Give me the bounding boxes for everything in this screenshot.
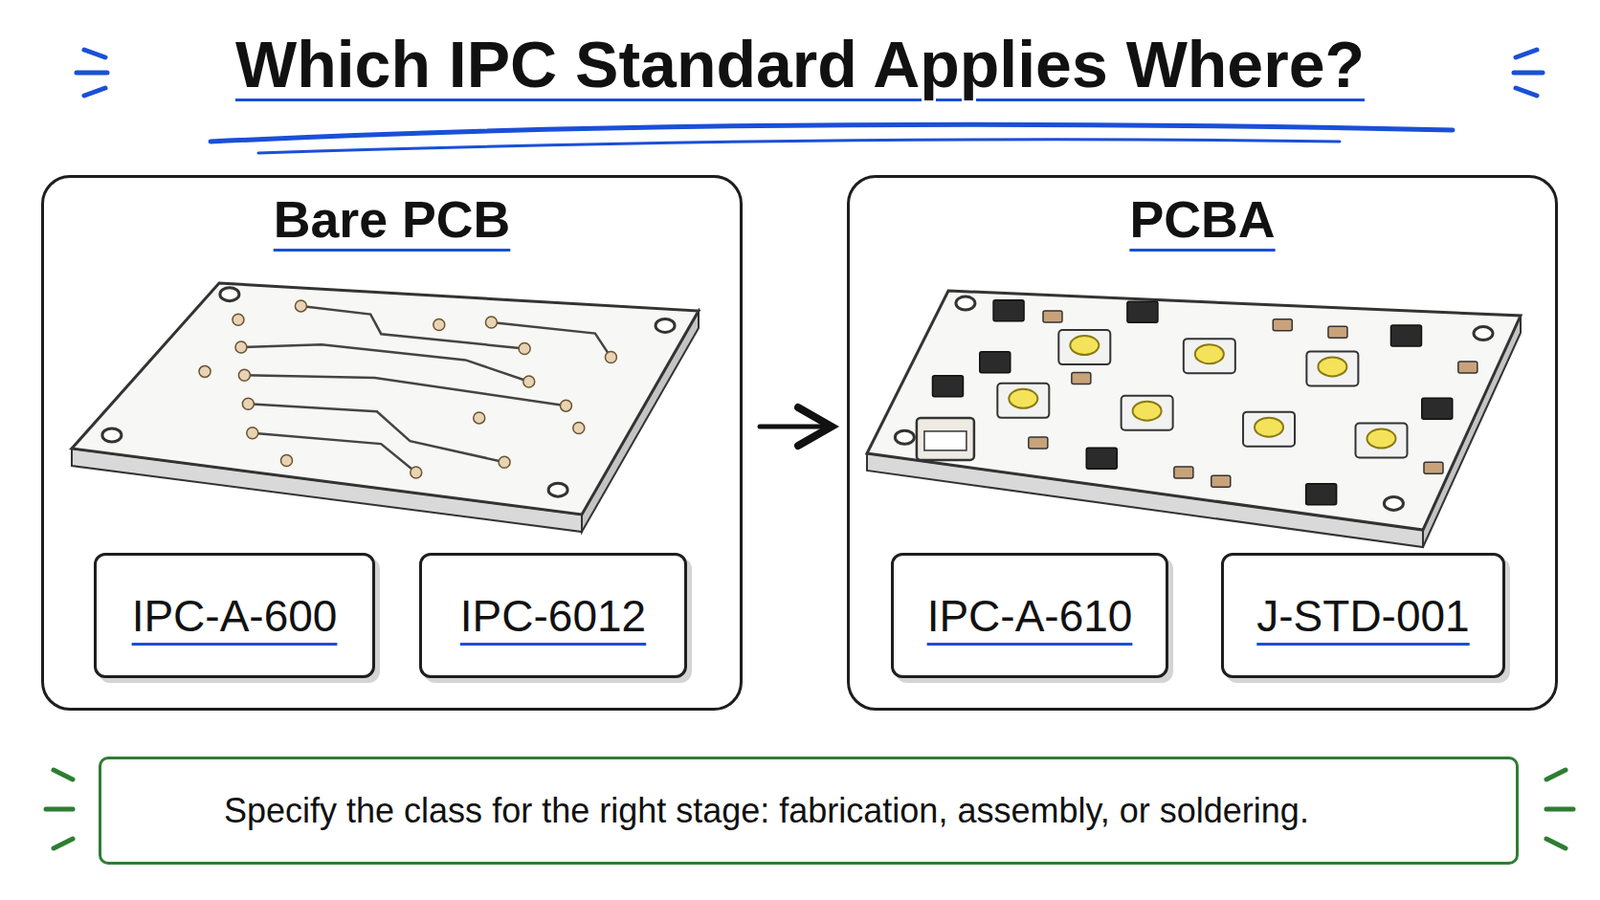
stage-panel: Bare PCB IPC-A-600 IPC-6012 — [41, 175, 743, 712]
node-text: J-STD-001 — [1256, 590, 1469, 643]
node-text: IPC-6012 — [460, 590, 646, 643]
flow-arrow — [759, 424, 832, 430]
standard-box: J-STD-001 — [1221, 553, 1506, 679]
node-text: Specify the class for the right stage: f… — [223, 791, 1310, 832]
standard-box: IPC-A-610 — [890, 553, 1169, 679]
bare-pcb-illustration — [71, 283, 699, 533]
standard-box: IPC-6012 — [419, 553, 688, 679]
standard-box: IPC-A-600 — [93, 553, 376, 679]
node-text: IPC-A-610 — [927, 590, 1134, 643]
node-text: IPC-A-600 — [132, 590, 338, 643]
pcba-illustration — [866, 290, 1521, 548]
title: Which IPC Standard Applies Where? — [0, 26, 1600, 102]
note-box: Specify the class for the right stage: f… — [98, 756, 1519, 866]
stage-panel: PCBA IPC-A-610 J-STD-001 — [846, 175, 1558, 712]
node-text: PCBA — [849, 189, 1556, 249]
node-text: Bare PCB — [44, 189, 740, 249]
